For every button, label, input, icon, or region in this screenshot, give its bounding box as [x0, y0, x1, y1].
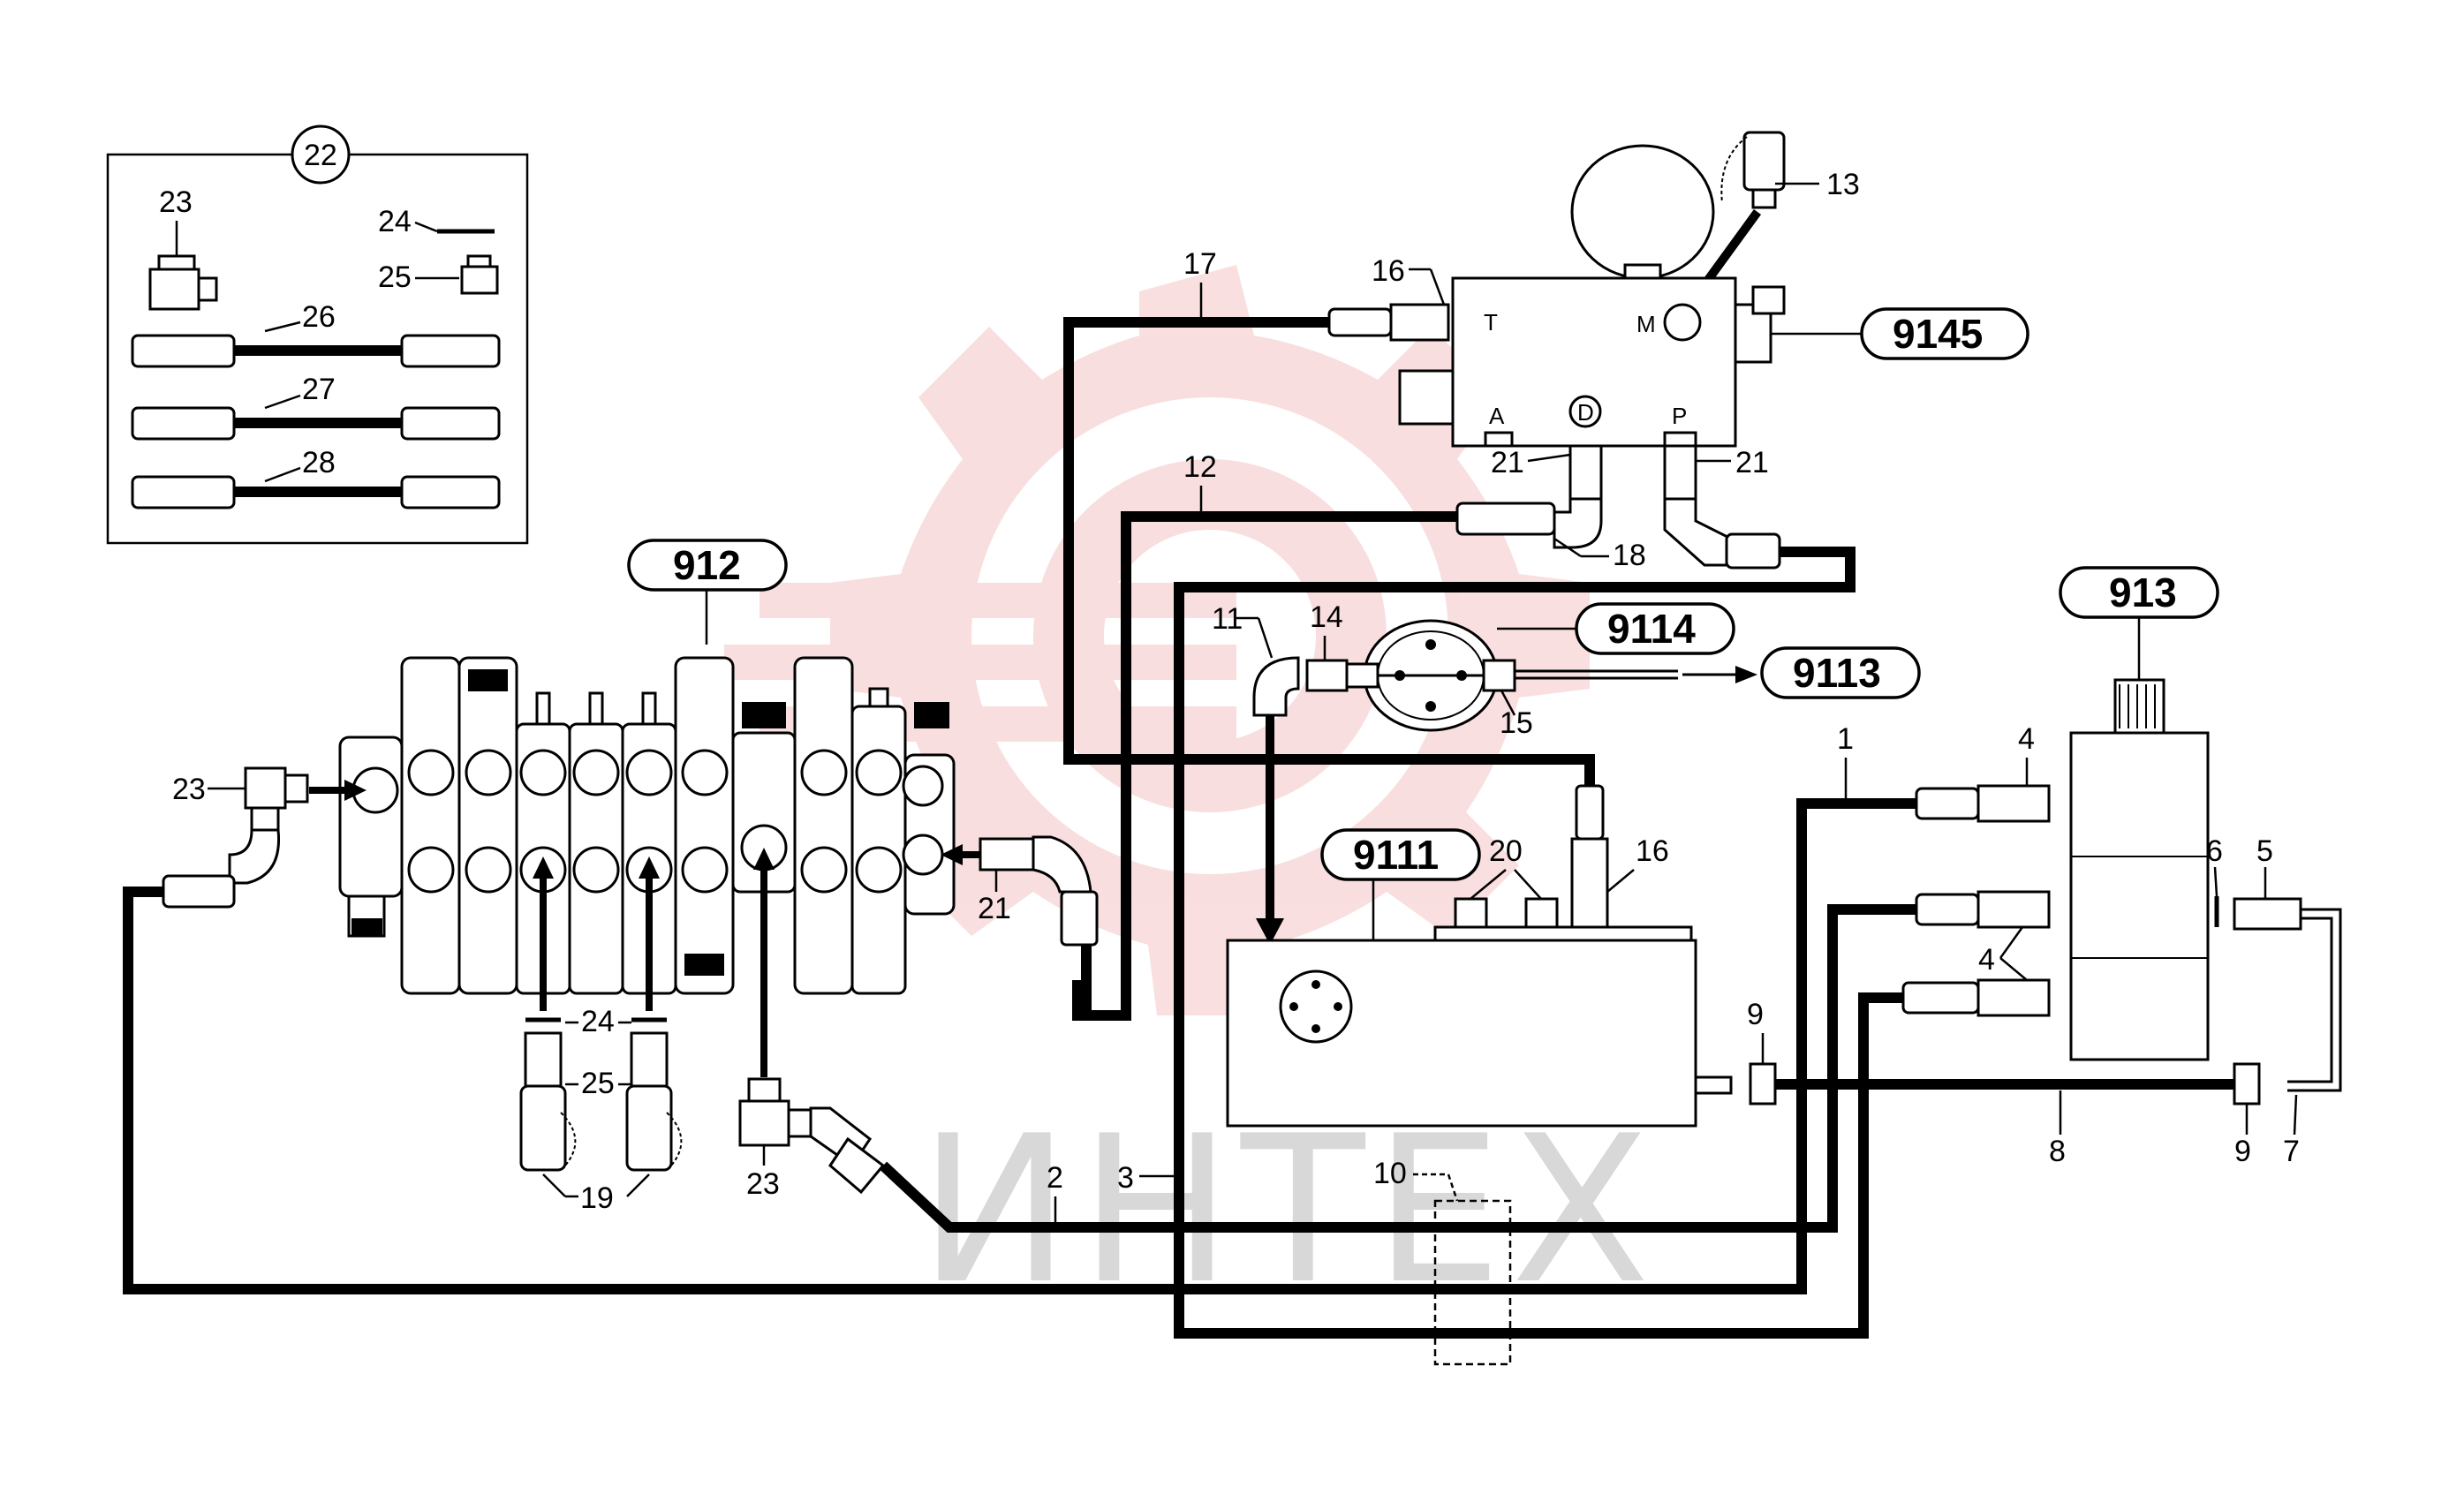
svg-text:25: 25	[581, 1067, 615, 1100]
valve-section	[457, 656, 518, 995]
svg-text:14: 14	[1310, 600, 1343, 634]
svg-text:24: 24	[378, 205, 412, 238]
svg-text:M: M	[1636, 311, 1656, 337]
svg-text:18: 18	[1613, 539, 1646, 572]
svg-text:D: D	[1577, 399, 1594, 426]
svg-text:5: 5	[2256, 834, 2273, 868]
svg-text:8: 8	[2049, 1135, 2066, 1168]
svg-text:9114: 9114	[1607, 606, 1696, 652]
kit-hose-26	[131, 334, 501, 368]
valve-block-9145: M T A D P 9145 16 21 18 21	[1327, 131, 2029, 572]
svg-text:25: 25	[378, 260, 412, 294]
svg-text:9: 9	[1747, 998, 1764, 1031]
svg-text:9: 9	[2234, 1135, 2251, 1168]
valve-bank-912: 912	[162, 539, 1099, 1215]
svg-text:22: 22	[304, 139, 337, 172]
svg-text:7: 7	[2283, 1135, 2300, 1168]
svg-text:28: 28	[302, 446, 336, 479]
tank-9111: 9111 20 16 9 10	[1226, 784, 1777, 1366]
svg-text:20: 20	[1489, 834, 1523, 868]
valve-section	[568, 691, 624, 995]
hose-2	[879, 904, 1916, 1233]
valve-section	[400, 656, 461, 995]
svg-text:21: 21	[1491, 446, 1524, 479]
svg-text:10: 10	[1373, 1157, 1407, 1190]
svg-text:2: 2	[1047, 1161, 1063, 1195]
svg-text:19: 19	[580, 1181, 614, 1215]
svg-text:23: 23	[172, 773, 206, 806]
valve-section	[674, 656, 735, 995]
valve-section	[793, 656, 854, 995]
kit-inset-22: 22 23 24 25 26 27 28	[106, 124, 529, 545]
svg-text:913: 913	[2109, 570, 2177, 615]
svg-text:3: 3	[1117, 1161, 1134, 1195]
svg-text:9145: 9145	[1893, 311, 1983, 357]
svg-text:24: 24	[581, 1005, 615, 1038]
svg-text:16: 16	[1372, 254, 1405, 288]
svg-text:9113: 9113	[1793, 650, 1881, 696]
kit-hose-27	[131, 406, 501, 441]
svg-text:23: 23	[159, 185, 193, 219]
hose-12	[1072, 511, 1457, 1021]
hose-17	[1063, 317, 1595, 786]
valve-section	[850, 687, 907, 995]
svg-text:A: A	[1489, 403, 1505, 429]
svg-text:4: 4	[2018, 722, 2035, 756]
kit-hose-28	[131, 475, 501, 509]
svg-text:1: 1	[1837, 722, 1854, 756]
svg-text:26: 26	[302, 300, 336, 334]
svg-text:27: 27	[302, 373, 336, 406]
svg-text:16: 16	[1636, 834, 1669, 868]
svg-text:12: 12	[1183, 450, 1217, 484]
svg-text:T: T	[1484, 309, 1498, 336]
svg-text:4: 4	[1978, 943, 1995, 977]
filter-9114: 9114 9113 11 14 15	[1212, 600, 1921, 740]
svg-text:17: 17	[1183, 247, 1217, 281]
svg-text:P: P	[1672, 403, 1687, 429]
svg-text:21: 21	[1735, 446, 1769, 479]
svg-text:23: 23	[746, 1167, 780, 1201]
hose-labels: 17 12 1 2 3	[1047, 247, 1854, 1227]
hose-3	[1174, 547, 1903, 1339]
hose-lines	[123, 209, 2342, 1339]
svg-text:21: 21	[978, 892, 1011, 925]
svg-text:912: 912	[673, 542, 741, 588]
svg-text:15: 15	[1500, 706, 1533, 740]
unit-913: 913 4 4 6 5 9 7 8	[1901, 566, 2302, 1168]
svg-text:9111: 9111	[1353, 832, 1439, 878]
svg-text:6: 6	[2206, 834, 2223, 868]
hose-1	[123, 798, 1916, 1294]
svg-text:13: 13	[1826, 168, 1860, 201]
